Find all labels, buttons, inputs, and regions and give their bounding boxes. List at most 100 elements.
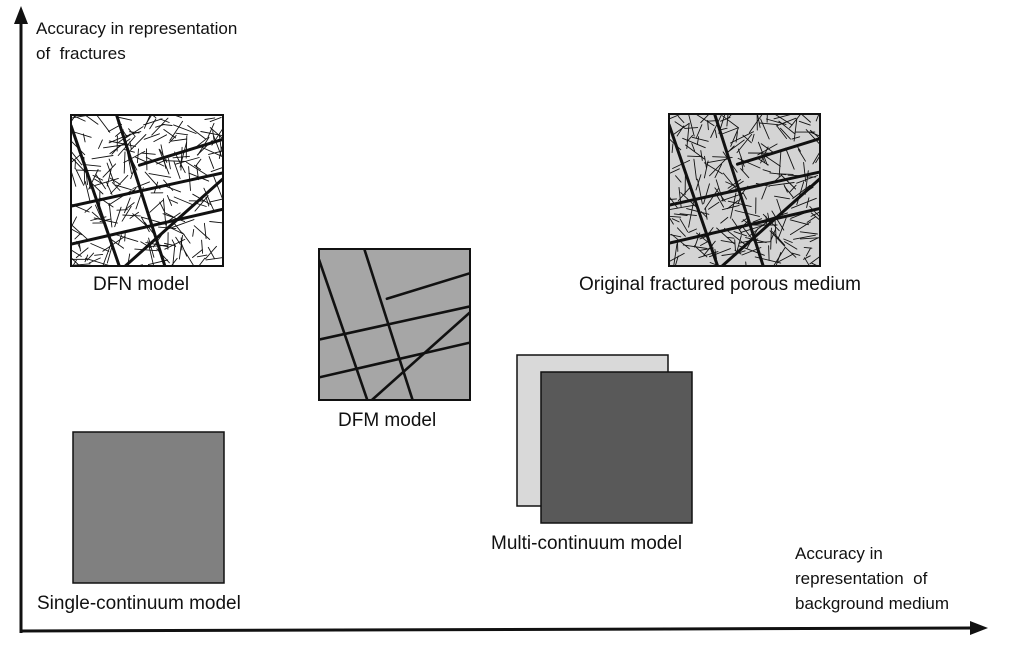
small-fracture-line: [778, 120, 796, 135]
small-fracture-line: [698, 251, 719, 259]
small-fracture-line: [106, 246, 113, 264]
small-fracture-line: [158, 148, 170, 175]
small-fracture-line: [174, 151, 186, 174]
major-fracture-line: [137, 137, 223, 167]
dfn-model-label: DFN model: [93, 274, 190, 295]
x-axis-label-line-3: background medium: [795, 594, 950, 613]
small-fracture-line: [721, 127, 739, 135]
small-fracture-line: [116, 234, 139, 242]
small-fracture-line: [676, 125, 685, 137]
small-fracture-line: [686, 123, 690, 150]
y-axis: [14, 6, 28, 633]
small-fracture-line: [153, 134, 168, 143]
small-fracture-line: [168, 158, 171, 170]
small-fracture-line: [727, 179, 742, 189]
major-fracture-line: [735, 137, 820, 166]
small-fracture-line: [791, 252, 801, 256]
small-fracture-line: [742, 134, 752, 144]
small-fracture-line: [103, 144, 127, 149]
small-fracture-line: [760, 118, 770, 140]
small-fracture-line: [748, 114, 763, 134]
small-fracture-line: [669, 233, 682, 238]
small-fracture-line: [204, 117, 216, 120]
small-fracture-line: [783, 238, 793, 243]
small-fracture-line: [727, 199, 739, 210]
small-fracture-line: [145, 115, 153, 126]
small-fracture-line: [742, 192, 747, 200]
small-fracture-line: [768, 245, 770, 261]
small-fracture-line: [784, 241, 798, 250]
major-fracture-line: [319, 341, 470, 379]
small-fracture-line: [774, 195, 790, 200]
small-fracture-line: [71, 228, 82, 236]
small-fracture-line: [730, 128, 739, 147]
small-fracture-line: [75, 168, 85, 186]
small-fracture-line: [205, 196, 210, 207]
small-fracture-line: [768, 182, 795, 187]
small-fracture-line: [149, 118, 157, 130]
small-fracture-line: [720, 240, 735, 244]
small-fracture-line: [75, 247, 89, 259]
small-fracture-line: [751, 133, 755, 142]
small-fracture-line: [773, 246, 786, 266]
small-fracture-line: [703, 160, 709, 179]
small-fracture-line: [187, 125, 207, 140]
small-fracture-line: [109, 138, 131, 155]
small-fracture-line: [669, 198, 678, 200]
small-fracture-line: [757, 158, 769, 166]
small-fracture-line: [721, 115, 740, 129]
small-fracture-line: [134, 248, 158, 252]
small-fracture-line: [716, 195, 725, 208]
major-fracture-line: [385, 271, 470, 301]
dfn-border: [70, 114, 224, 267]
small-fracture-line: [162, 160, 187, 162]
multi-continuum-squares: [516, 354, 693, 524]
small-fracture-line: [740, 224, 766, 233]
small-fracture-line: [185, 135, 188, 159]
small-fracture-line: [685, 144, 705, 160]
small-fracture-line: [799, 237, 820, 240]
major-fracture-line: [669, 123, 720, 266]
small-fracture-line: [174, 157, 200, 165]
small-fracture-line: [759, 122, 779, 126]
major-fracture-line: [720, 176, 820, 266]
small-fracture-line: [791, 136, 801, 140]
small-fracture-line: [720, 216, 729, 224]
y-axis-label-line-1: Accuracy in representation: [36, 19, 238, 38]
small-fracture-line: [691, 136, 709, 142]
small-fracture-line: [694, 114, 715, 127]
small-fracture-line: [159, 149, 168, 163]
multi-continuum-front-square: [540, 371, 693, 524]
small-fracture-line: [714, 163, 723, 179]
small-fracture-line: [735, 131, 738, 143]
small-fracture-line: [175, 132, 189, 136]
small-fracture-line: [693, 158, 697, 181]
small-fracture-line: [207, 246, 215, 260]
small-fracture-line: [671, 143, 674, 154]
small-fracture-line: [737, 250, 746, 254]
small-fracture-line: [793, 234, 816, 240]
small-fracture-line: [178, 234, 183, 260]
small-fracture-line: [163, 242, 176, 247]
small-fracture-line: [196, 254, 208, 258]
small-fracture-line: [675, 175, 682, 183]
small-fracture-line: [102, 163, 117, 178]
small-fracture-line: [132, 181, 150, 189]
small-fracture-line: [85, 257, 110, 266]
small-fracture-line: [669, 204, 695, 211]
small-fracture-line: [671, 218, 680, 223]
small-fracture-line: [74, 233, 81, 240]
small-fracture-line: [736, 133, 753, 154]
small-fracture-line: [169, 219, 195, 229]
small-fracture-line: [198, 257, 206, 266]
small-fracture-line: [203, 222, 207, 240]
small-fracture-line: [803, 255, 811, 260]
small-fracture-line: [173, 196, 193, 205]
small-fracture-line: [703, 162, 723, 175]
small-fracture-line: [108, 158, 113, 167]
small-fracture-line: [88, 257, 101, 264]
small-fracture-line: [183, 249, 195, 266]
small-fracture-line: [149, 199, 164, 213]
small-fracture-line: [193, 225, 211, 240]
dfm-border: [318, 248, 471, 401]
